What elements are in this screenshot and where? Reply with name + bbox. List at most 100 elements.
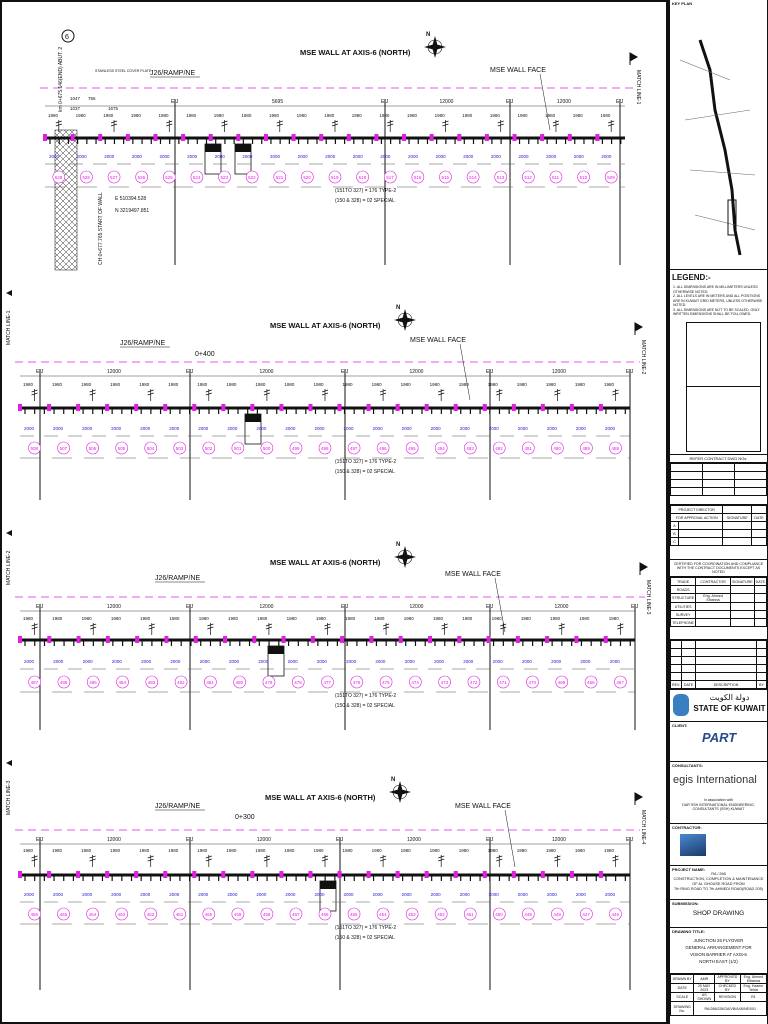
panel-post-marker	[369, 636, 374, 643]
anchor-symbol-icon	[276, 120, 283, 132]
match-line-flag-icon	[634, 322, 644, 335]
panel-id-bubble	[356, 170, 369, 184]
panel-id-bubble	[318, 441, 332, 455]
spacing-label: 2000	[610, 659, 621, 664]
col-header: FOR APPROVAL ACTION	[670, 513, 724, 522]
panel-id-label: 498	[321, 446, 329, 451]
panel-id-bubble	[260, 441, 274, 455]
panel-id-label: 504	[147, 446, 155, 451]
panel-id-bubble	[233, 675, 246, 689]
trade-name: SURVEY	[670, 610, 697, 619]
north-label: N	[396, 542, 400, 548]
chainage-label: 0+300	[235, 814, 255, 821]
panel-post-marker	[595, 134, 600, 141]
panel-id-label: 456	[321, 912, 329, 917]
panel-post-marker	[291, 134, 296, 141]
spacing-label: 2000	[489, 892, 500, 897]
panel-id-label: 497	[350, 446, 358, 451]
ej-label: E.J	[186, 837, 194, 843]
panel-post-marker	[453, 404, 458, 411]
panel-width-label: 1980	[462, 616, 473, 621]
key-plan: KEY PLAN	[670, 0, 767, 270]
panel-id-bubble	[577, 170, 590, 184]
ej-label: E.J	[616, 99, 624, 105]
submission: SUBMISSION: SHOP DRAWING	[670, 900, 767, 928]
panel-width-label: 1980	[284, 382, 295, 387]
spacing-label: 2000	[373, 892, 384, 897]
dimension-label: 12000	[410, 369, 424, 375]
spacing-label: 2000	[518, 426, 529, 431]
panel-post-marker	[511, 871, 516, 878]
consultants: CONSULTANTS: egis International in assoc…	[670, 762, 767, 824]
panel-id-label: 469	[558, 680, 566, 685]
spacing-label: 2000	[132, 154, 143, 159]
panel-id-bubble	[57, 675, 71, 689]
panel-id-bubble	[376, 441, 390, 455]
anchor-symbol-icon	[89, 855, 96, 867]
spacing-label: 2000	[200, 659, 211, 664]
panel-post-marker	[511, 404, 516, 411]
anchor-symbol-icon	[31, 855, 38, 867]
spacing-label: 2000	[317, 659, 328, 664]
spacing-label: 2000	[605, 892, 616, 897]
dimension-label: 12000	[440, 99, 454, 105]
panel-id-bubble	[434, 907, 448, 921]
spacing-label: 2000	[344, 892, 355, 897]
anchor-symbol-icon	[324, 623, 331, 635]
panel-post-marker	[221, 871, 226, 878]
anchor-symbol-icon	[379, 855, 387, 867]
panel-id-label: 501	[234, 446, 242, 451]
spacing-label: 2000	[463, 659, 474, 664]
panel-post-marker	[598, 404, 603, 411]
panel-id-bubble	[580, 441, 593, 455]
spacing-label: 2000	[198, 892, 209, 897]
panel-post-marker	[279, 404, 284, 411]
panel-post-marker	[134, 404, 139, 411]
panel-post-marker	[540, 134, 545, 141]
project-name-label: PROJECT NAME:	[672, 867, 706, 872]
dimension-label: 756	[88, 96, 96, 101]
panel-id-bubble	[551, 441, 564, 455]
panel-id-label: 527	[110, 175, 118, 180]
leader-line	[504, 809, 516, 868]
panel-id-label: 455	[350, 912, 358, 917]
spacing-label: 2000	[298, 154, 309, 159]
anchor-symbol-icon	[438, 389, 445, 401]
info-cell: AMR	[693, 974, 715, 984]
panel-id-bubble	[86, 675, 100, 689]
panel-id-bubble	[434, 441, 448, 455]
ramp-label: J26/RAMP/NE	[155, 575, 200, 582]
row-label: C	[670, 537, 679, 546]
panel-width-label: 1980	[186, 113, 197, 118]
contractor-logo	[680, 834, 706, 856]
panel-id-label: 525	[165, 175, 173, 180]
spacing-label: 2000	[141, 659, 152, 664]
north-arrow-icon	[394, 309, 416, 331]
spacing-label: 2000	[408, 154, 419, 159]
panel-id-label: 495	[408, 446, 416, 451]
panel-width-label: 1980	[131, 113, 142, 118]
anchor-symbol-icon	[31, 389, 38, 401]
ej-label: E.J	[381, 99, 389, 105]
panel-width-label: 1980	[169, 616, 180, 621]
panel-width-label: 1980	[76, 113, 87, 118]
trade-contractor: Eng. Ahmed Elbanna	[695, 593, 731, 603]
panel-width-label: 1980	[111, 616, 122, 621]
panel-width-label: 1980	[343, 382, 354, 387]
legend-note: 2. ALL LEVELS ARE IN METERS AND ALL POSI…	[673, 294, 763, 307]
anchor-symbol-icon	[441, 623, 448, 635]
panel-id-bubble	[80, 170, 93, 184]
panel-id-label: 514	[469, 175, 477, 180]
panel-post-marker	[223, 636, 227, 643]
panel-id-label: 521	[276, 175, 284, 180]
panel-id-bubble	[604, 170, 618, 184]
spacing-label: 2000	[547, 426, 558, 431]
spacing-label: 2000	[373, 426, 384, 431]
panel-id-label: 462	[147, 912, 155, 917]
match-line-label: MATCH LINE-1	[6, 310, 12, 345]
panel-width-label: 1980	[492, 616, 503, 621]
barrier-unit-top	[205, 144, 221, 152]
trade-contractor	[695, 585, 731, 594]
